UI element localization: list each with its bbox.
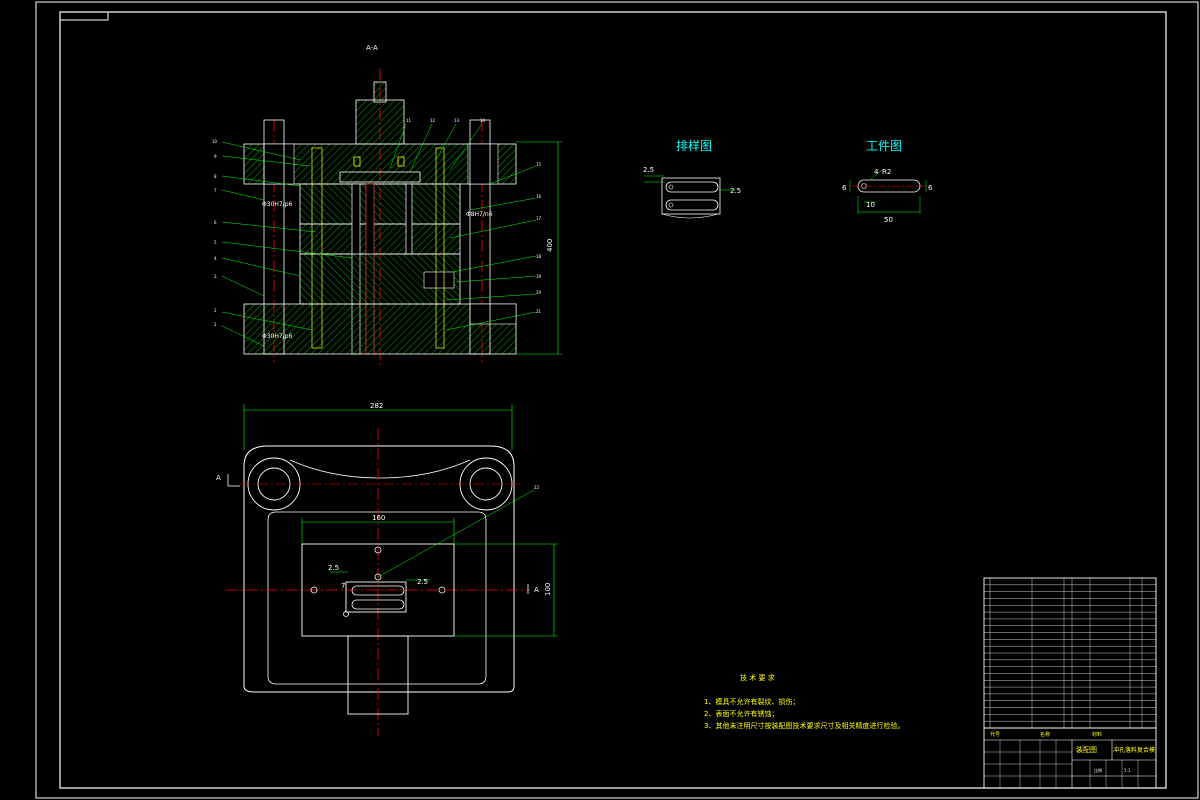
fit-note-lower: Φ30H7/p6 [262, 333, 293, 340]
screw-2 [397, 156, 405, 167]
fit-note-punch: Φ8H7/n6 [466, 211, 493, 218]
tech-req-item-3: 3、其他未注明尺寸按装配图技术要求尺寸及相关精度进行检验。 [704, 721, 904, 730]
part-number-5: 5 [214, 240, 217, 245]
stripper-plate [299, 223, 461, 255]
part-number-16: 16 [536, 194, 542, 199]
title-block: 装配图 冲孔落料复合模 比例 1:1 代号 名称 材料 [983, 727, 1157, 789]
part-number-18: 18 [536, 254, 542, 259]
section-label: A-A [366, 44, 378, 52]
upper-arc [289, 459, 471, 479]
pin-hole-mid [374, 573, 382, 581]
guide-boss-right [459, 457, 513, 511]
parts-header-name: 名称 [1040, 731, 1050, 738]
strip-in-die [345, 581, 407, 613]
pin-hole-left [310, 586, 318, 594]
strip-layout-title: 排样图 [676, 138, 712, 153]
part-number-19: 19 [536, 274, 542, 279]
part-number-6: 6 [214, 220, 217, 225]
part-number-3: 3 [214, 274, 217, 279]
part-number-20: 20 [536, 290, 542, 295]
guide-boss-left [247, 457, 301, 511]
drawing-number-box [59, 11, 109, 21]
workpiece-drawing: 工件图 R2 10 50 6 6 4 [842, 139, 933, 224]
blanking-punch [405, 183, 413, 255]
upper-guide-bush-right [467, 143, 499, 185]
drawing-frame [59, 11, 1167, 789]
pin-hole-right [438, 586, 446, 594]
plan-width-dim-text: 282 [370, 402, 383, 410]
strip-part-upper [665, 181, 719, 193]
view-marker-right: A [534, 586, 539, 594]
wp-dim-w: 6 [842, 184, 847, 192]
screw-1 [353, 156, 361, 167]
plan-view: 282 A A 160 100 [216, 402, 558, 736]
part-number-2: 2 [214, 308, 217, 313]
wp-dim-h: 6 [928, 184, 933, 192]
height-dim-text: 400 [546, 239, 554, 252]
fit-note-upper: Φ30H7/p6 [262, 201, 293, 208]
rubber-spring [423, 271, 455, 289]
parts-list-table [983, 577, 1157, 729]
tech-req-item-1: 1、模具不允许有裂纹、损伤； [704, 697, 799, 706]
part-number-8: 8 [214, 174, 217, 179]
unloading-bolt-right [435, 147, 445, 349]
wp-dim-len1: 10 [866, 201, 875, 209]
part-number-14: 14 [480, 118, 486, 123]
part-number-1: 1 [214, 322, 217, 327]
strip-part-lower [665, 199, 719, 211]
title-part-name: 冲孔落料复合模 [1113, 746, 1155, 754]
pitch-dim-c: 7 [341, 582, 345, 590]
sheet-outer-border [35, 1, 1199, 799]
unloading-bolt-left [311, 147, 323, 349]
slot-upper [351, 585, 405, 596]
title-scale-label: 比例 [1094, 767, 1102, 773]
wp-dim-radius: R2 [882, 168, 891, 176]
parts-header-code: 代号 [990, 731, 1000, 738]
pin-hole-top [374, 546, 382, 554]
part-number-15: 15 [536, 162, 542, 167]
part-number-21: 21 [536, 309, 542, 314]
technical-requirements: 技 术 要 求 1、模具不允许有裂纹、损伤； 2、表面不允许有锈蚀； 3、其他未… [704, 673, 904, 730]
part-number-4: 4 [214, 256, 217, 261]
lower-seat-notch [469, 303, 517, 325]
plate-width-dim-text: 160 [372, 514, 385, 522]
part-number-11: 11 [406, 118, 412, 123]
wp-dim-d: 4 [874, 168, 879, 176]
lower-seat-outline [243, 445, 515, 693]
title-sheet-label: 1:1 [1124, 768, 1131, 773]
part-number-13: 13 [454, 118, 460, 123]
wp-dim-len2: 50 [884, 216, 893, 224]
upper-guide-bush-left [263, 143, 295, 185]
pitch-dim-a: 2.5 [328, 564, 339, 572]
guide-post-left [263, 119, 285, 355]
view-marker-left: A [216, 474, 221, 482]
shank-top [373, 81, 387, 103]
plate-height-dim-text: 100 [544, 583, 552, 596]
part-number-9: 9 [214, 154, 217, 159]
part-number-22: 22 [534, 485, 540, 490]
section-view: A-A [212, 44, 562, 365]
pitch-dim-b: 2.5 [417, 578, 428, 586]
workpiece-title: 工件图 [866, 139, 902, 153]
tech-req-title: 技 术 要 求 [740, 673, 775, 682]
shank-projection [347, 635, 409, 715]
backing-plate [339, 171, 421, 183]
part-number-17: 17 [536, 216, 542, 221]
tech-req-item-2: 2、表面不允许有锈蚀； [704, 709, 778, 718]
slot-lower [351, 599, 405, 610]
guide-post-right [469, 119, 491, 355]
lower-seat-inner [267, 511, 487, 685]
die-shank [355, 99, 405, 145]
strip-dim-a: 2.5 [643, 166, 654, 174]
part-number-7: 7 [214, 188, 217, 193]
part-number-12: 12 [430, 118, 436, 123]
parts-header-material: 材料 [1092, 731, 1102, 738]
part-number-10: 10 [212, 139, 218, 144]
title-drawing-name: 装配图 [1076, 745, 1097, 754]
strip-layout: 排样图 2.5 2.5 [643, 138, 741, 219]
punch-fixing-plate [299, 183, 461, 225]
strip-outline [661, 177, 721, 215]
strip-dim-b: 2.5 [730, 187, 741, 195]
